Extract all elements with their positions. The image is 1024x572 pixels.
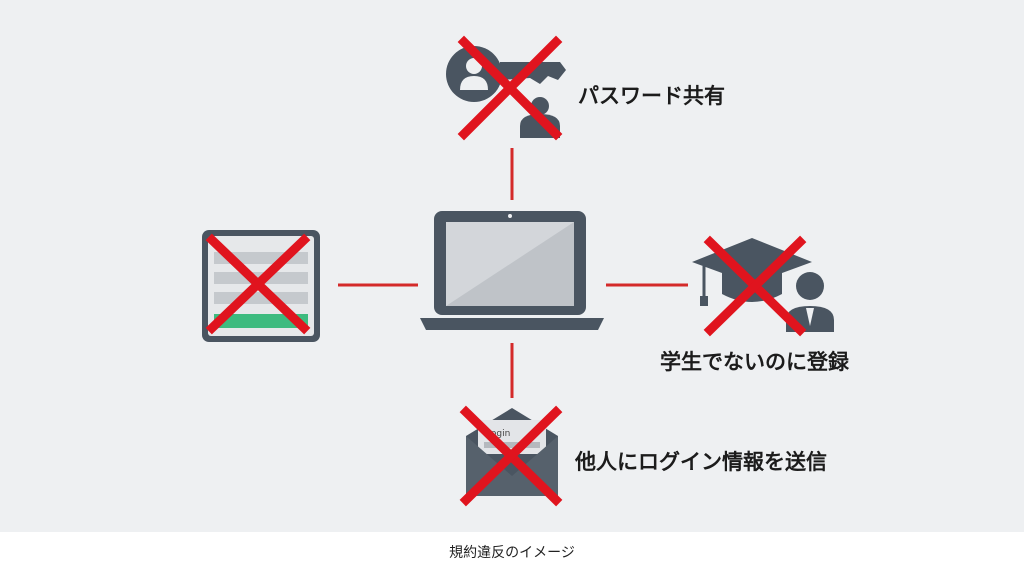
envelope-login-text: Login [486,429,510,439]
caption: 規約違反のイメージ [449,545,575,561]
caption-bar: 規約違反のイメージ [0,532,1024,572]
violation-diagram: Login [202,35,834,507]
graduate-icon [692,238,834,332]
laptop-icon [420,211,604,330]
cross-icon [459,405,563,507]
label-password-sharing: パスワード共有 [578,84,725,108]
label-sending-login-info: 他人にログイン情報を送信 [575,450,827,474]
cross-icon [457,35,563,141]
cross-icon [703,235,807,337]
cross-icon [205,233,311,335]
connector-lines [338,148,688,398]
label-non-student-registration: 学生でないのに登録 [660,350,849,374]
